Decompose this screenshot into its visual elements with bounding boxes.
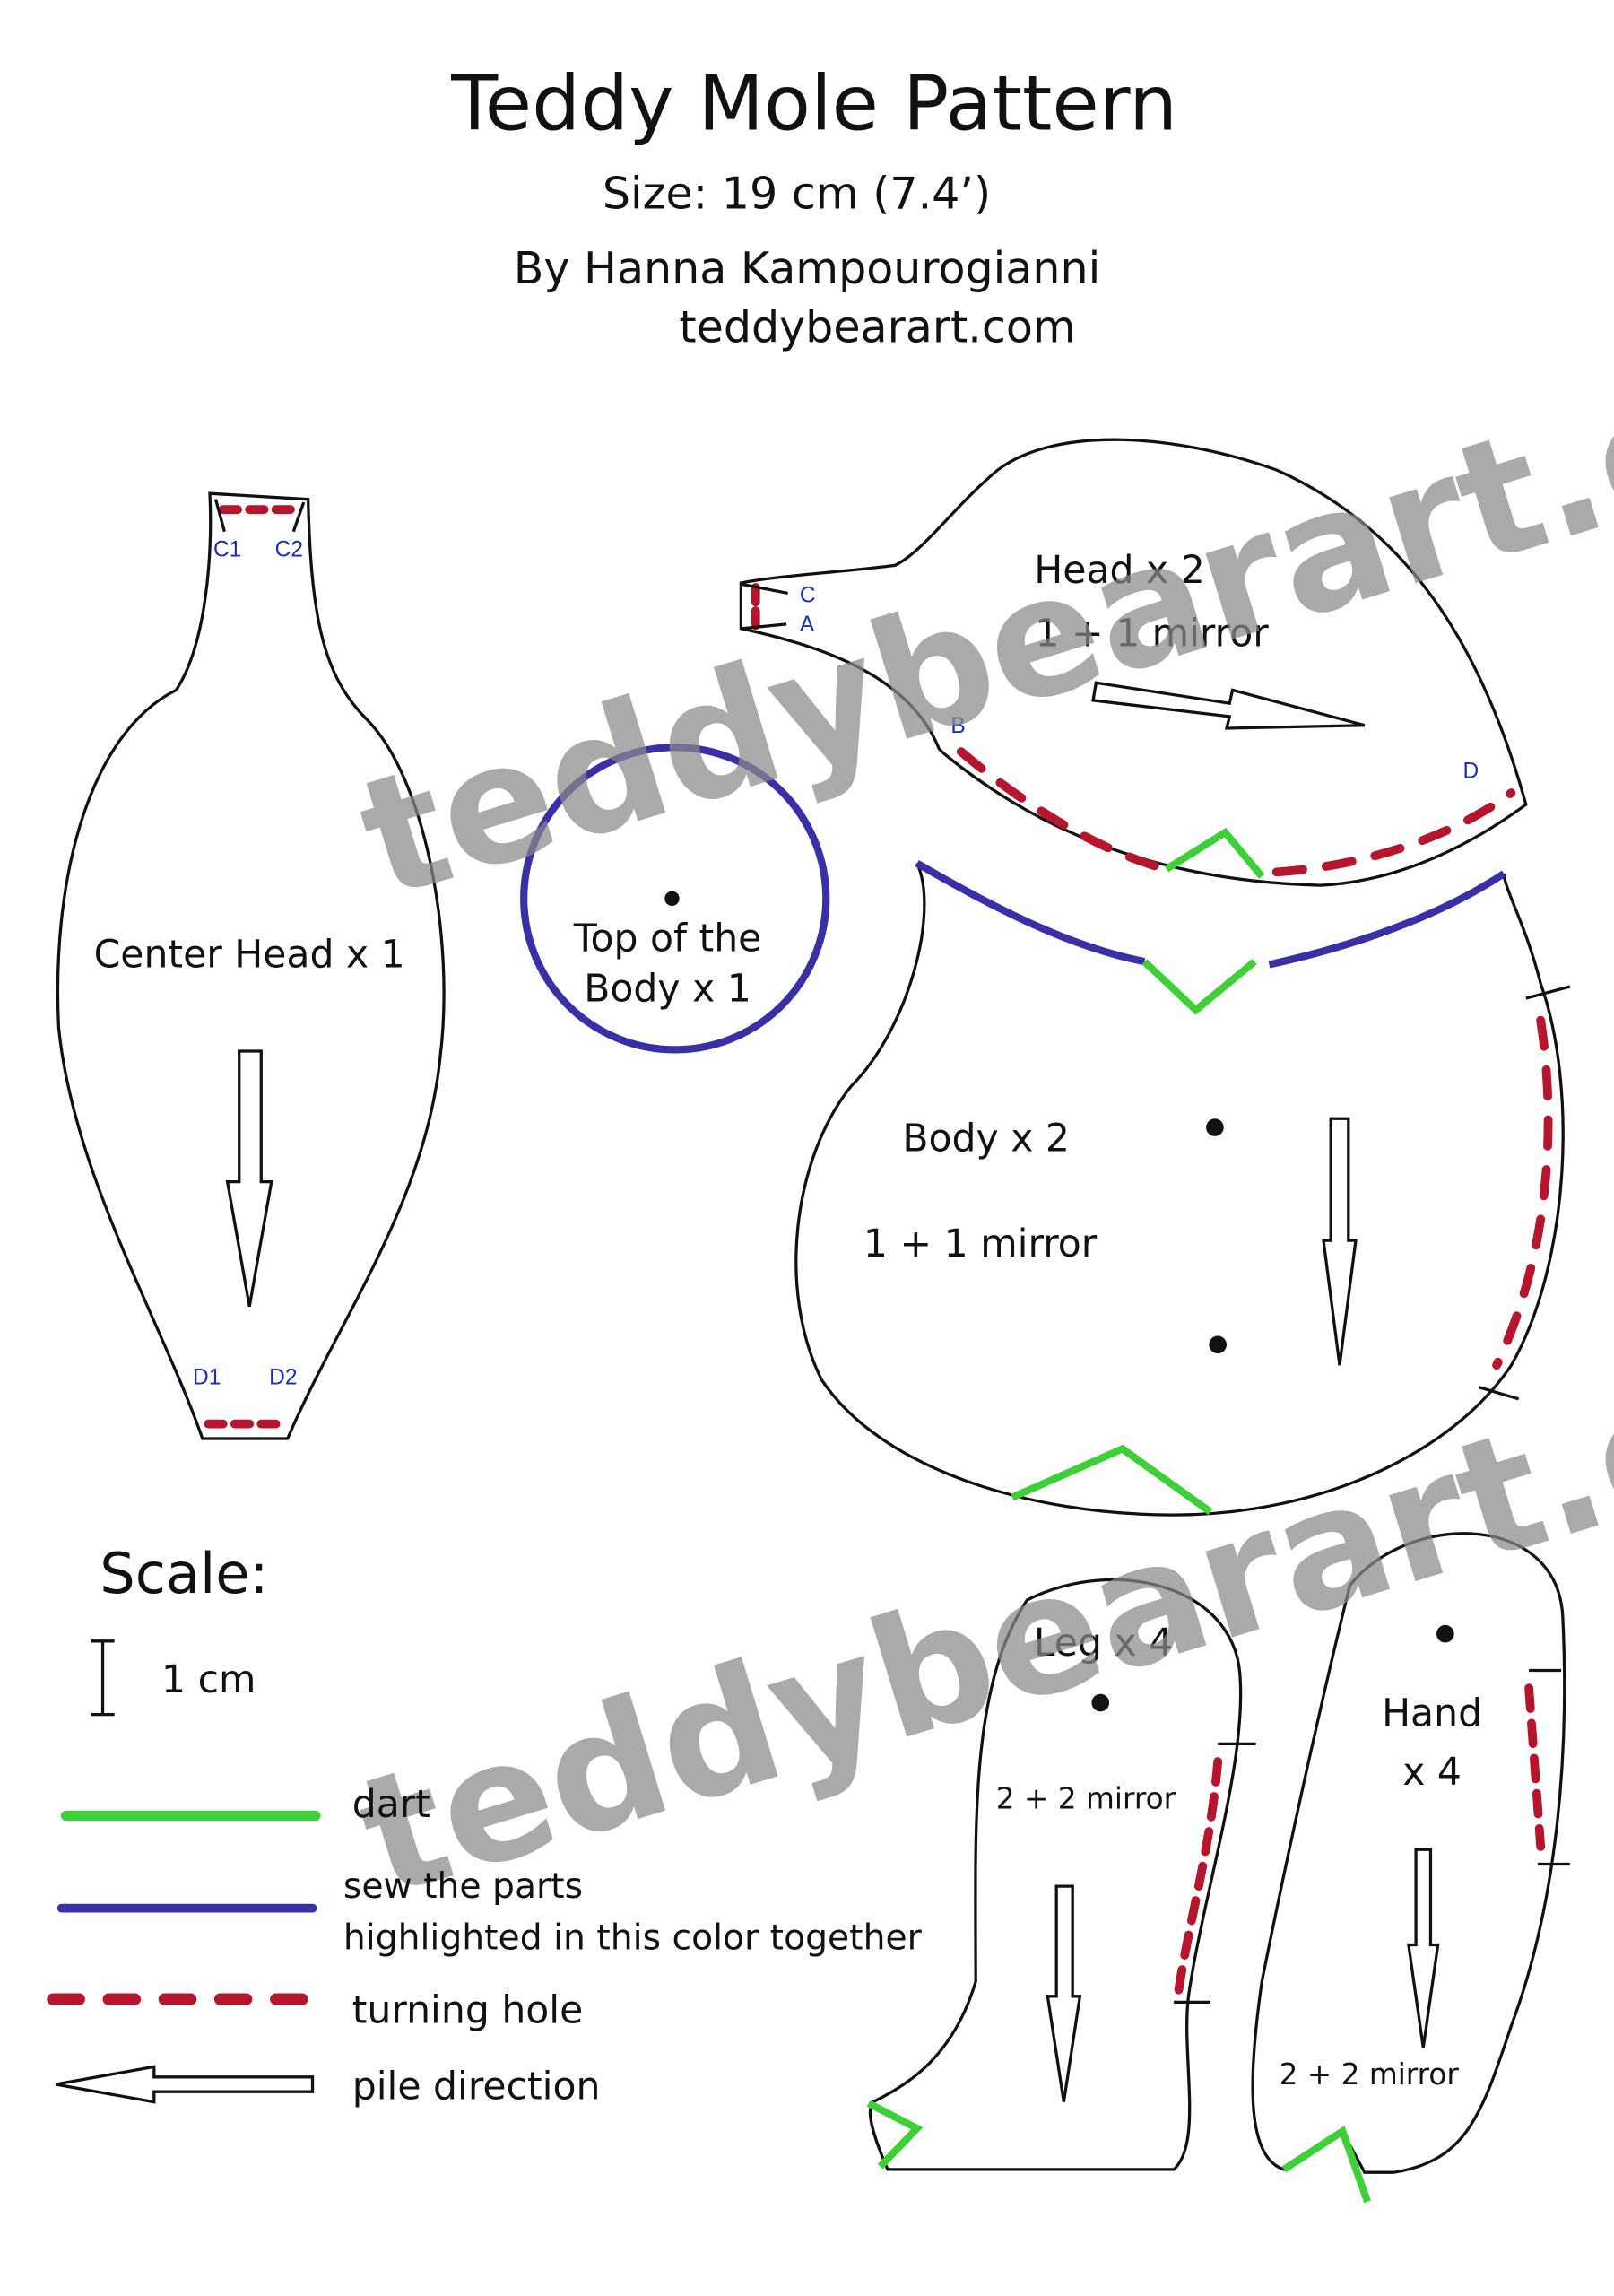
legend-sew-label-2: highlighted in this color together [343, 1918, 923, 1958]
legend-sew-label: sew the parts [343, 1866, 583, 1907]
legend: dart sew the parts highlighted in this c… [47, 1783, 923, 2109]
piece-head: C A B D Head x 2 1 + 1 mirror [739, 438, 1528, 887]
piece-center-head: C1 C2 D1 D2 Center Head x 1 [56, 491, 446, 1440]
scale-bar-icon [91, 1639, 115, 1717]
head-label-1: Head x 2 [1034, 549, 1204, 593]
point-a: A [800, 613, 815, 637]
piece-hand: Hand x 4 2 + 2 mirror [1251, 1532, 1570, 2204]
legend-pile-label: pile direction [352, 2065, 601, 2109]
pile-arrow-icon [1046, 1884, 1082, 2102]
pile-arrow-icon [1407, 1848, 1440, 2048]
piece-leg: Leg x 4 2 + 2 mirror [866, 1578, 1256, 2171]
legend-turning-hole-label: turning hole [352, 1988, 584, 2032]
hand-label-1: Hand [1382, 1692, 1482, 1736]
top-body-label-2: Body x 1 [584, 967, 751, 1011]
legend-dart-label: dart [352, 1783, 430, 1827]
scale-title: Scale: [100, 1541, 268, 1606]
point-d2: D2 [269, 1365, 297, 1389]
point-d1: D1 [193, 1365, 221, 1389]
piece-top-of-body: Top of the Body x 1 [520, 744, 830, 1054]
point-b: B [950, 714, 965, 738]
pile-arrow-icon [1091, 681, 1366, 730]
point-c2: C2 [275, 538, 303, 562]
pile-arrow-icon [225, 1049, 273, 1308]
scale-unit: 1 cm [161, 1658, 256, 1702]
hand-label-3: 2 + 2 mirror [1280, 2057, 1460, 2092]
leg-label-1: Leg x 4 [1034, 1622, 1173, 1665]
leg-label-2: 2 + 2 mirror [996, 1781, 1176, 1815]
hand-label-2: x 4 [1402, 1751, 1462, 1795]
point-d: D [1462, 760, 1479, 784]
website-text: teddybearart.com [679, 301, 1075, 353]
body-label-1: Body x 2 [902, 1117, 1070, 1161]
legend-pile-arrow-icon [55, 2065, 315, 2104]
point-c1: C1 [213, 538, 241, 562]
center-head-label: Center Head x 1 [94, 934, 405, 978]
piece-body: Body x 2 1 + 1 mirror [794, 860, 1571, 1517]
body-label-2: 1 + 1 mirror [863, 1222, 1098, 1266]
head-label-2: 1 + 1 mirror [1035, 612, 1269, 656]
top-body-label-1: Top of the [573, 918, 762, 961]
size-text: Size: 19 cm (7.4’) [603, 168, 991, 220]
point-c: C [800, 583, 816, 607]
pile-arrow-icon [1322, 1117, 1358, 1366]
author-text: By Hanna Kampourogianni [514, 242, 1101, 294]
page-title: Teddy Mole Pattern [450, 59, 1177, 148]
